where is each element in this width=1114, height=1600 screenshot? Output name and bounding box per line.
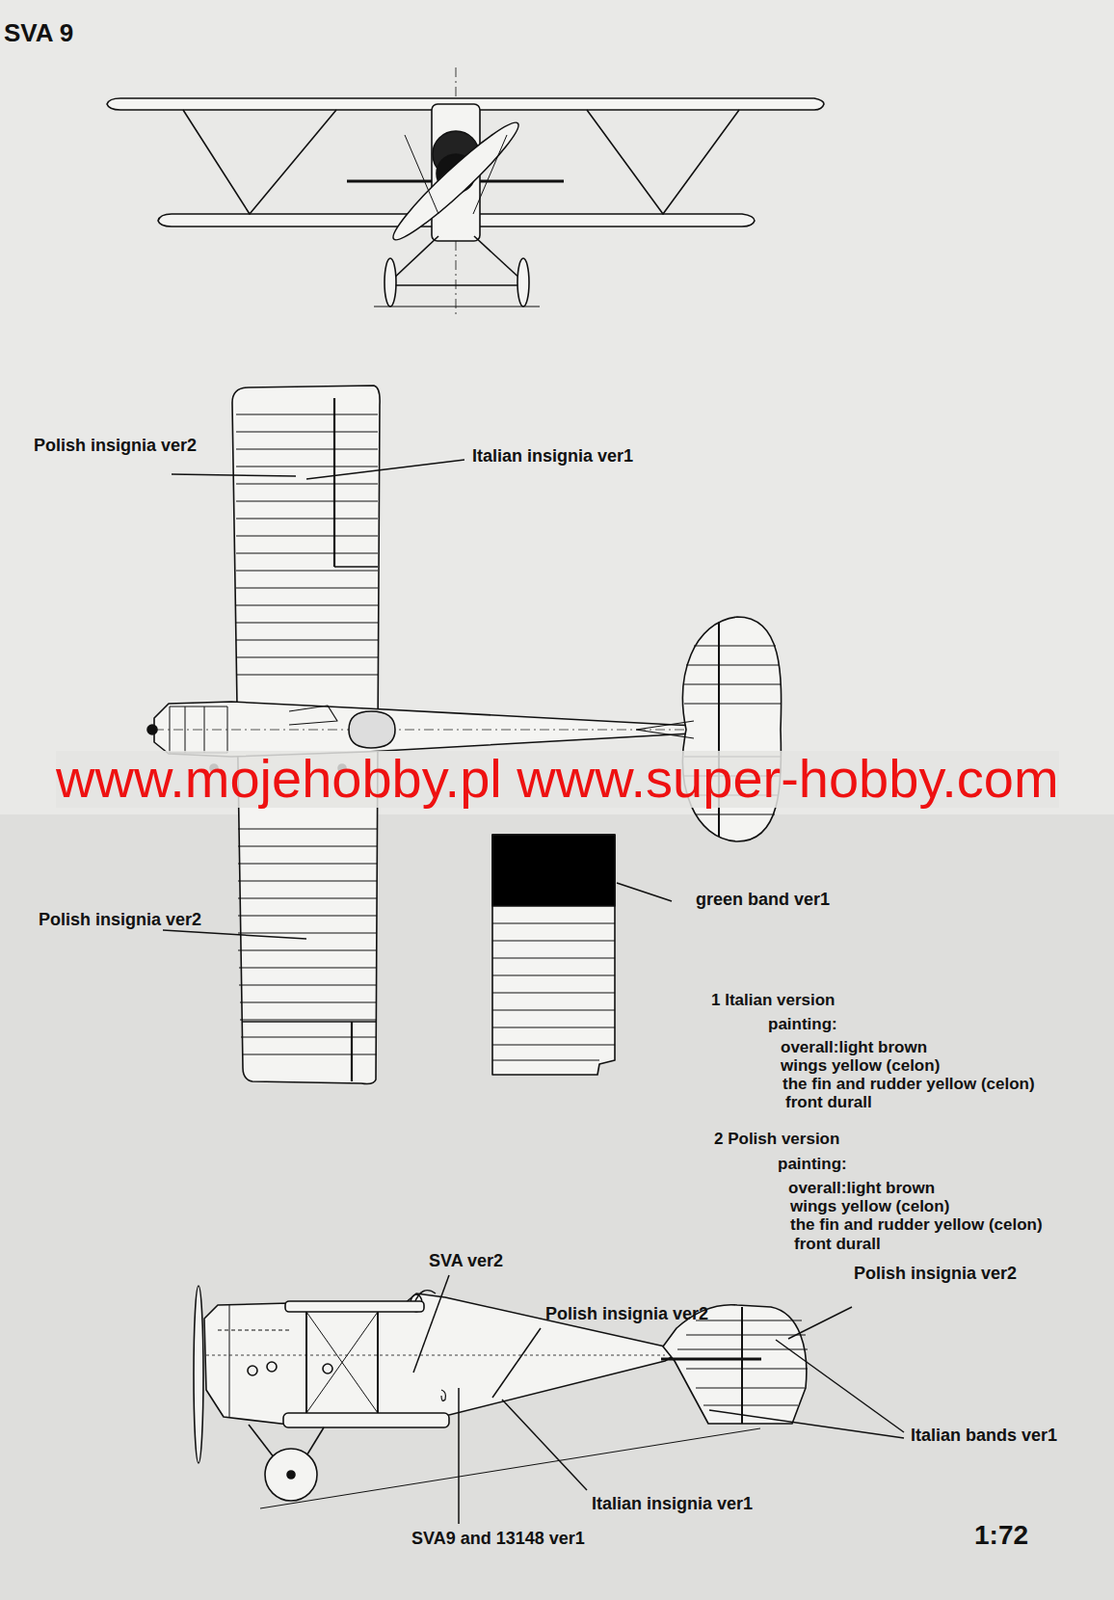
plan-view (147, 385, 782, 1085)
note-text: painting: (777, 1154, 848, 1174)
note-text: front durall (794, 1234, 881, 1254)
callout-label: Italian insignia ver1 (591, 1493, 753, 1514)
paper-fold (0, 814, 1114, 1600)
callout-label: SVA ver2 (428, 1250, 504, 1272)
callout-label: Polish insignia ver2 (545, 1303, 709, 1325)
note-text: overall:light brown (780, 1037, 928, 1058)
note-text: wings yellow (celon) (790, 1196, 950, 1217)
leader-lines (162, 459, 904, 1524)
note-text: the fin and rudder yellow (celon) (790, 1215, 1043, 1235)
scale-label: 1:72 (974, 1519, 1029, 1551)
note-text: wings yellow (celon) (780, 1056, 940, 1076)
note-text: painting: (768, 1014, 838, 1035)
version-heading: 2 Polish version (714, 1129, 840, 1149)
callout-label: SVA9 and 13148 ver1 (411, 1528, 585, 1549)
callout-label: green band ver1 (695, 889, 830, 910)
note-text: front durall (785, 1092, 873, 1113)
front-view (106, 67, 824, 317)
callout-label: Italian insignia ver1 (472, 446, 634, 467)
version-heading: 1 Italian version (711, 990, 836, 1010)
rudder-panel (492, 834, 615, 1075)
side-view (193, 1285, 808, 1509)
drawing-title: SVA 9 (3, 19, 74, 49)
watermark: www.mojehobby.pl www.super-hobby.com (55, 750, 1060, 808)
paper (0, 0, 1114, 815)
callout-label: Polish insignia ver2 (853, 1263, 1017, 1284)
callout-label: Polish insignia ver2 (33, 435, 197, 456)
callout-label: Polish insignia ver2 (38, 909, 202, 930)
note-text: overall:light brown (788, 1178, 935, 1198)
callout-label: Italian bands ver1 (910, 1425, 1058, 1446)
note-text: the fin and rudder yellow (celon) (782, 1074, 1035, 1094)
